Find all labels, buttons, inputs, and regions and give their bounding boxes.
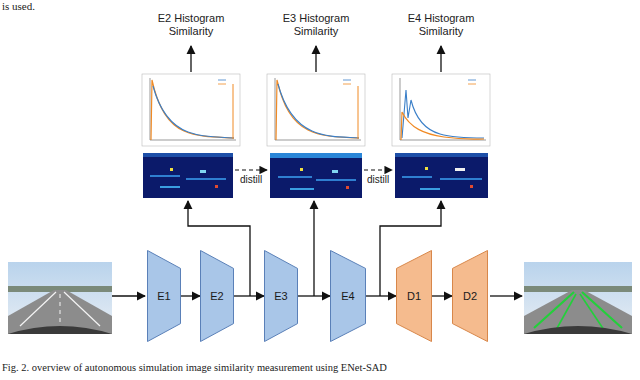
block-name: E3 xyxy=(274,290,287,302)
output-road-image xyxy=(524,262,632,334)
encoder-block: E4 xyxy=(330,250,366,342)
output-title: E3 Histogram Similarity xyxy=(276,12,356,38)
decoder-block: D2 xyxy=(452,250,488,342)
output-arrow xyxy=(490,295,522,296)
distill-label: distill xyxy=(236,174,266,186)
encoder-block: E2 xyxy=(200,250,234,342)
trapezoid-shape xyxy=(453,251,488,342)
output-title: E4 Histogram Similarity xyxy=(401,12,481,38)
distill-arrow xyxy=(235,169,392,170)
histogram-plot xyxy=(267,74,365,146)
feature-heatmap xyxy=(143,153,233,198)
trapezoid-shape xyxy=(331,251,366,342)
block-name: D1 xyxy=(407,290,421,302)
input-arrow xyxy=(112,295,145,296)
encoder-block: E1 xyxy=(147,250,181,342)
histogram-plot xyxy=(142,74,240,146)
trapezoid-shape xyxy=(397,251,432,342)
output-title: E2 Histogram Similarity xyxy=(151,12,231,38)
block-name: D2 xyxy=(463,290,477,302)
trapezoid-shape xyxy=(265,251,298,342)
flow-arrow xyxy=(432,295,452,296)
flow-arrow xyxy=(234,295,264,296)
figure-caption: Fig. 2. overview of autonomous simulatio… xyxy=(2,362,387,373)
trapezoid-shape xyxy=(201,251,234,342)
body-text: is used. xyxy=(2,0,35,13)
flow-arrow xyxy=(298,295,330,296)
trapezoid-shape xyxy=(148,251,181,342)
histogram-plot xyxy=(392,74,490,146)
feature-heatmap xyxy=(270,153,362,198)
block-name: E2 xyxy=(210,290,223,302)
input-road-image xyxy=(8,262,112,334)
block-name: E1 xyxy=(157,290,170,302)
flow-arrow xyxy=(181,295,200,296)
distill-label: distill xyxy=(363,174,393,186)
encoder-block: E3 xyxy=(264,250,298,342)
flow-arrow xyxy=(366,295,396,296)
decoder-block: D1 xyxy=(396,250,432,342)
output-arrows xyxy=(191,46,441,72)
block-name: E4 xyxy=(341,290,354,302)
feature-heatmap xyxy=(395,153,488,198)
